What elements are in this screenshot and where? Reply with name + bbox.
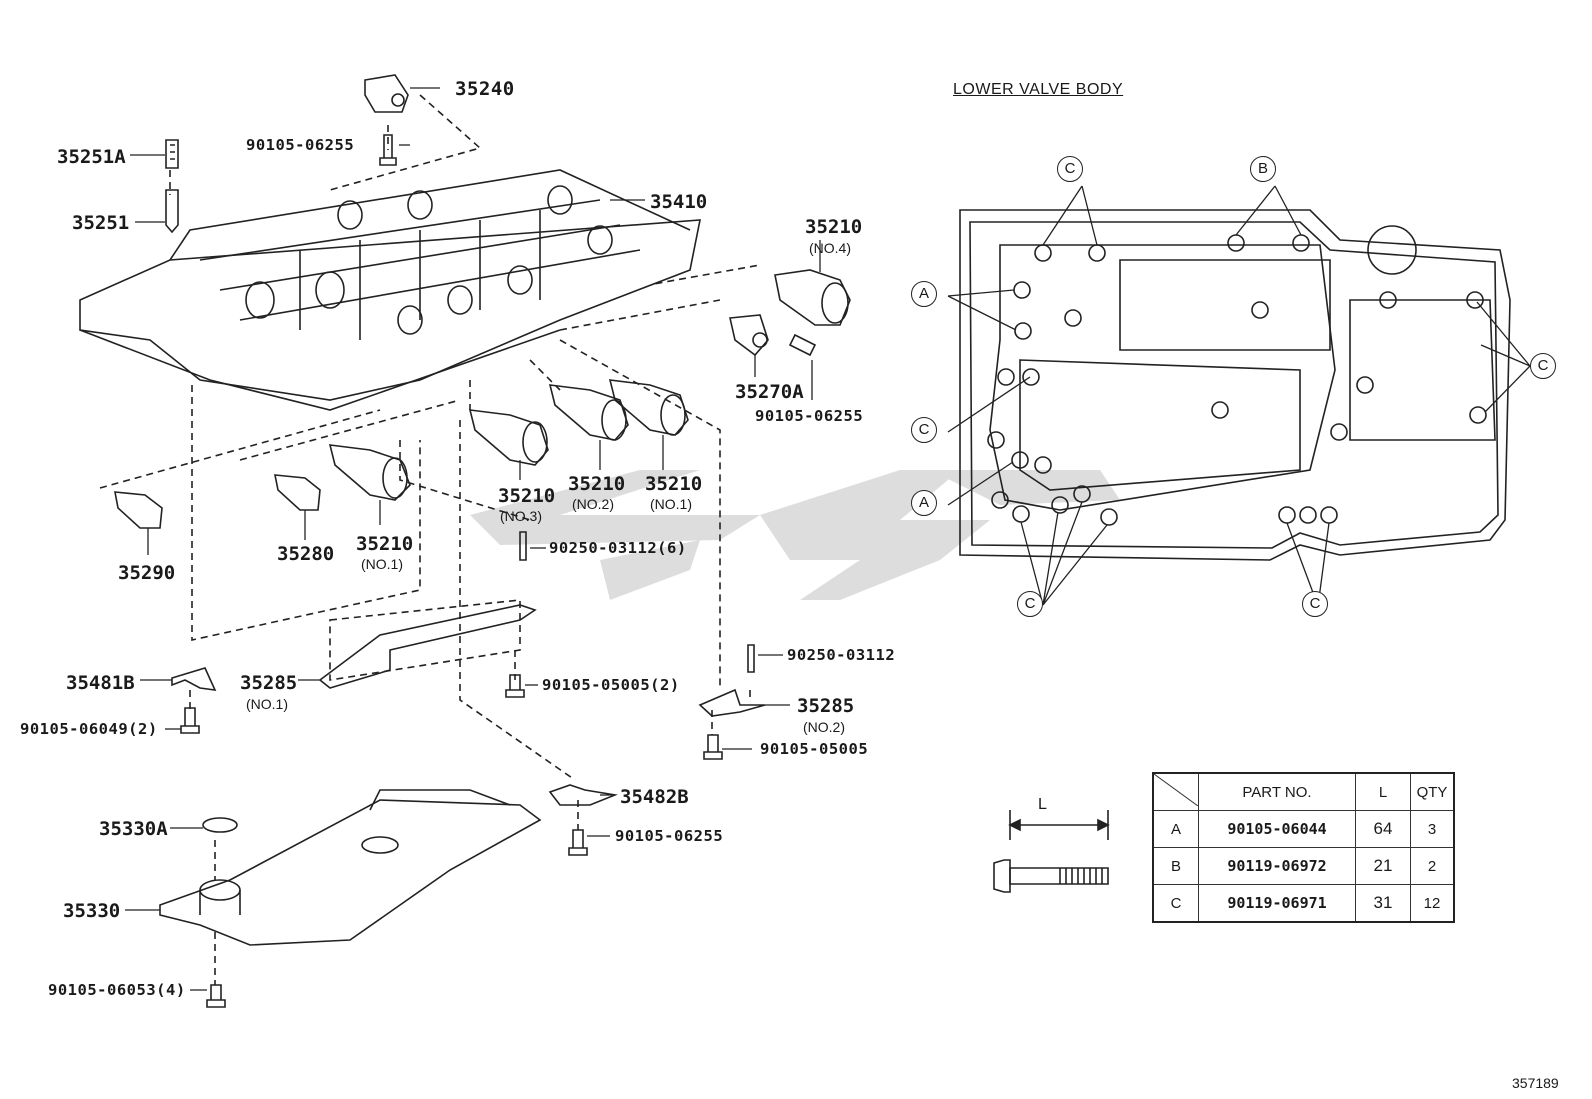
label-35285-no1: 35285 [240,672,298,694]
row-part-no: 90119-06972 [1198,847,1356,885]
bolt-length-illustration [993,810,1110,893]
label-35410: 35410 [650,191,708,213]
table-row: C 90119-06971 31 12 [1152,884,1455,923]
label-no4: (NO.4) [809,240,851,256]
row-l: 31 [1355,884,1411,923]
label-35210-no2: 35210 [568,473,626,495]
label-35290: 35290 [118,562,176,584]
callout-c-left: C [911,417,937,443]
valve-body-assembly [79,169,701,411]
row-key: A [1152,810,1199,848]
label-no3: (NO.3) [500,508,542,524]
header-part-no: PART NO. [1198,772,1356,811]
row-key: C [1152,884,1199,923]
label-90105-06255-mid: 90105-06255 [755,407,864,425]
table-row: A 90105-06044 64 3 [1152,810,1455,848]
lower-valve-body-drawing [959,209,1511,561]
label-35280: 35280 [277,543,335,565]
header-qty: QTY [1410,772,1455,811]
label-90105-06053-4: 90105-06053(4) [48,981,186,999]
callout-a-lower: A [911,490,937,516]
bolt-spec-table: PART NO. L QTY A 90105-06044 64 3 B 9011… [1152,772,1455,923]
label-35210-no3: 35210 [498,485,556,507]
row-qty: 12 [1410,884,1455,923]
table-row: B 90119-06972 21 2 [1152,847,1455,885]
label-35251a: 35251A [57,146,126,168]
leader-lines [125,87,821,991]
label-35210-no1-right: 35210 [645,473,703,495]
label-90105-06049-2: 90105-06049(2) [20,720,158,738]
diagonal-corner-icon [1153,773,1199,807]
callout-c-top: C [1057,156,1083,182]
row-qty: 3 [1410,810,1455,848]
callout-c-bottom-right: C [1302,591,1328,617]
label-no2-plate: (NO.2) [803,719,845,735]
label-90105-06255-top: 90105-06255 [246,136,355,154]
row-key: B [1152,847,1199,885]
label-90105-05005-2: 90105-05005(2) [542,676,680,694]
table-header-row: PART NO. L QTY [1152,772,1455,811]
label-no1-plate: (NO.1) [246,696,288,712]
label-no1-left: (NO.1) [361,556,403,572]
callout-b-top: B [1250,156,1276,182]
label-35251: 35251 [72,212,130,234]
callout-c-bottom-left: C [1017,591,1043,617]
label-35330: 35330 [63,900,121,922]
label-35482b: 35482B [620,786,689,808]
label-90250-03112-6: 90250-03112(6) [549,539,687,557]
label-no2: (NO.2) [572,496,614,512]
row-part-no: 90105-06044 [1198,810,1356,848]
label-35285-no2: 35285 [797,695,855,717]
row-part-no: 90119-06971 [1198,884,1356,923]
label-35210-no4: 35210 [805,216,863,238]
label-90105-06255-low: 90105-06255 [615,827,724,845]
label-90250-03112: 90250-03112 [787,646,896,664]
header-l: L [1355,772,1411,811]
row-qty: 2 [1410,847,1455,885]
figure-number: 357189 [1512,1075,1559,1091]
lower-valve-body-title: LOWER VALVE BODY [953,81,1124,98]
assembly-dashed-lines [99,94,761,985]
label-35270a: 35270A [735,381,804,403]
callout-a-upper: A [911,281,937,307]
label-35481b: 35481B [66,672,135,694]
label-35210-no1-left: 35210 [356,533,414,555]
part-drawings [114,74,851,1008]
table-corner-cell [1152,772,1199,811]
watermark-logo [470,470,1120,600]
label-90105-05005: 90105-05005 [760,740,869,758]
row-l: 64 [1355,810,1411,848]
label-no1-right: (NO.1) [650,496,692,512]
row-l: 21 [1355,847,1411,885]
label-35330a: 35330A [99,818,168,840]
label-35240: 35240 [455,78,515,100]
bolt-length-label: L [1038,796,1047,813]
callout-c-right: C [1530,353,1556,379]
